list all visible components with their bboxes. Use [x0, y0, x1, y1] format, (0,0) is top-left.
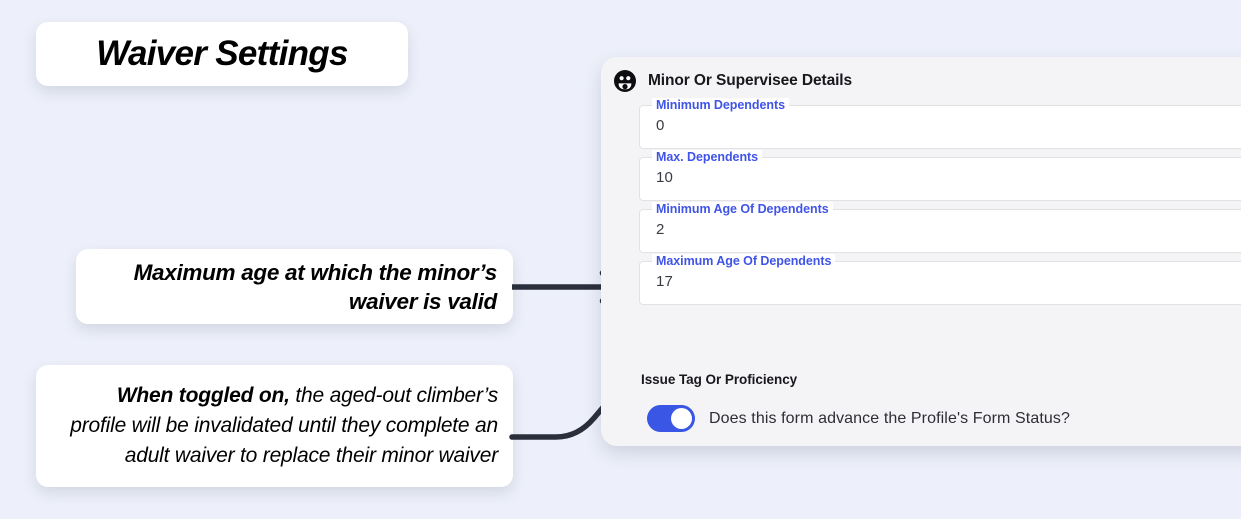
field-minimum-age-of-dependents-value: 2 [656, 221, 665, 238]
form-status-toggle-label: Does this form advance the Profile's For… [709, 409, 1070, 427]
field-max-dependents[interactable]: Max. Dependents 10 [639, 150, 1241, 201]
callout-toggled-on-lead: When toggled on, [116, 384, 290, 407]
field-minimum-age-of-dependents-label: Minimum Age Of Dependents [652, 202, 833, 217]
field-maximum-age-of-dependents[interactable]: Maximum Age Of Dependents 17 [639, 254, 1241, 305]
callout-toggled-on-text: When toggled on, the aged-out climber’s … [56, 381, 498, 471]
field-max-dependents-label: Max. Dependents [652, 150, 763, 165]
callout-toggled-on: When toggled on, the aged-out climber’s … [36, 365, 513, 487]
field-minimum-dependents[interactable]: Minimum Dependents 0 [639, 98, 1241, 149]
field-max-dependents-value: 10 [656, 169, 674, 186]
form-status-toggle[interactable] [647, 405, 695, 432]
panel-header: Minor Or Supervisee Details [613, 69, 852, 93]
field-maximum-age-of-dependents-value: 17 [656, 273, 674, 290]
callout-maximum-age-text: Maximum age at which the minor’s waiver … [133, 259, 498, 314]
field-minimum-dependents-label: Minimum Dependents [652, 98, 789, 113]
dependents-fields-group: Minimum Dependents 0 Max. Dependents 10 … [639, 98, 1241, 313]
form-status-toggle-knob [671, 408, 692, 429]
form-status-toggle-row[interactable]: Does this form advance the Profile's For… [647, 405, 1070, 432]
field-minimum-dependents-value: 0 [656, 117, 665, 134]
page-title: Waiver Settings [96, 34, 348, 73]
field-minimum-age-of-dependents[interactable]: Minimum Age Of Dependents 2 [639, 202, 1241, 253]
callout-maximum-age: Maximum age at which the minor’s waiver … [76, 249, 513, 324]
panel-title: Minor Or Supervisee Details [648, 72, 853, 89]
field-maximum-age-of-dependents-label: Maximum Age Of Dependents [652, 254, 836, 269]
section-heading-issue-tag-or-proficiency: Issue Tag Or Proficiency [641, 372, 798, 387]
page-title-card: Waiver Settings [36, 22, 408, 86]
minor-supervisee-details-panel: Minor Or Supervisee Details Minimum Depe… [601, 57, 1241, 446]
supervisee-face-icon [614, 70, 636, 92]
callout-toggled-on-rest: the aged-out climber’s profile will be i… [70, 384, 498, 467]
